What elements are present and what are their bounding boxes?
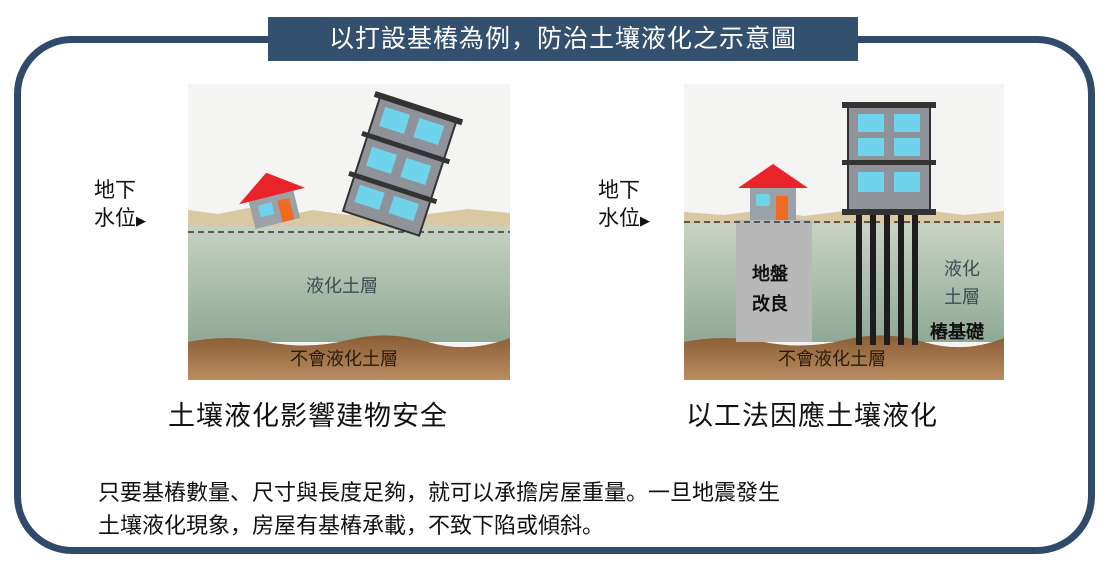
right-caption: 以工法因應土壤液化 [686,401,938,432]
liquefied-soil-layer [188,222,510,342]
firm-soil-layer [684,335,1004,380]
right-diagram-illustration [684,84,1004,380]
ground-improvement-label: 地盤 改良 [752,264,788,315]
firm-soil-layer [188,335,510,380]
house [738,164,808,220]
right-liquefied-layer-label: 液化 土層 [944,259,980,308]
title-banner: 以打設基樁為例，防治土壤液化之示意圖 [268,17,858,61]
left-non-liquefied-layer-label: 不會液化土層 [290,349,398,370]
tilted-house [239,172,306,229]
explanation-text: 只要基樁數量、尺寸與長度足夠，就可以承擔房屋重量。一旦地震發生 土壤液化現象，房… [98,481,781,539]
piles [856,215,918,345]
pile-foundation-label: 樁基礎 [930,322,984,343]
left-liquefied-layer-label: 液化土層 [306,276,378,297]
ground-improvement-block [736,220,812,342]
left-diagram-illustration [188,84,510,380]
right-non-liquefied-layer-label: 不會液化土層 [778,349,886,370]
right-diagram [684,84,1004,380]
right-water-table-label: 地下 水位▶ [598,178,650,230]
building [842,102,936,215]
left-water-table-label: 地下 水位▶ [94,178,146,230]
left-caption: 土壤液化影響建物安全 [168,401,448,432]
left-diagram [188,84,510,380]
tilted-building [341,91,464,237]
